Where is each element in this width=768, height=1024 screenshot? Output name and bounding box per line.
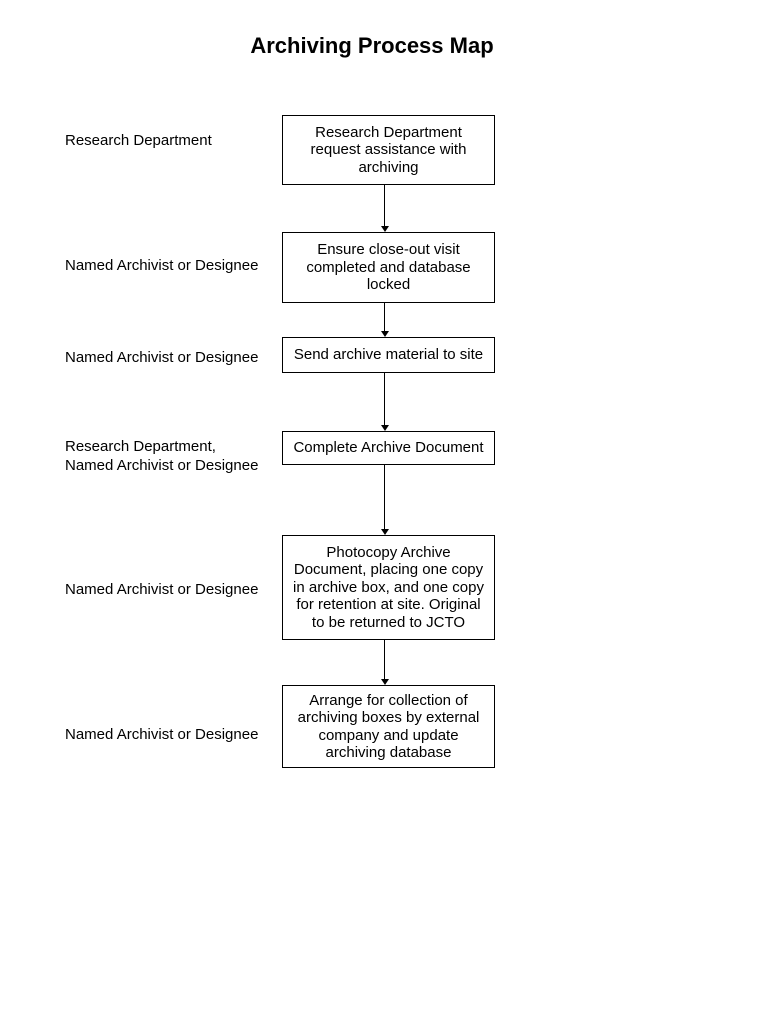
process-step-box: Complete Archive Document: [282, 431, 495, 465]
process-step-box: Research Department request assistance w…: [282, 115, 495, 185]
arrow-down-icon: [380, 425, 389, 431]
actor-label: Research Department, Named Archivist or …: [65, 438, 259, 474]
process-step-box: Send archive material to site: [282, 337, 495, 373]
arrow-line: [384, 373, 385, 425]
flow-arrow: [380, 303, 389, 337]
process-step-text: Ensure close-out visit completed and dat…: [306, 241, 471, 294]
process-step-box: Photocopy Archive Document, placing one …: [282, 535, 495, 640]
arrow-down-icon: [380, 331, 389, 337]
arrow-down-icon: [380, 226, 389, 232]
flow-arrow: [380, 640, 389, 685]
arrow-line: [384, 185, 385, 226]
process-step-box: Arrange for collection of archiving boxe…: [282, 685, 495, 768]
process-step-text: Photocopy Archive Document, placing one …: [293, 543, 484, 631]
arrow-down-icon: [380, 529, 389, 535]
arrow-line: [384, 303, 385, 331]
flow-arrow: [380, 465, 389, 535]
flow-arrow: [380, 373, 389, 431]
actor-label: Named Archivist or Designee: [65, 257, 259, 274]
actor-label: Named Archivist or Designee: [65, 581, 259, 598]
actor-label: Research Department: [65, 132, 212, 149]
actor-label: Named Archivist or Designee: [65, 726, 259, 743]
process-step-box: Ensure close-out visit completed and dat…: [282, 232, 495, 303]
arrow-line: [384, 640, 385, 679]
process-step-text: Arrange for collection of archiving boxe…: [297, 691, 480, 761]
actor-label: Named Archivist or Designee: [65, 349, 259, 366]
arrow-line: [384, 465, 385, 529]
flow-arrow: [380, 185, 389, 232]
process-step-text: Send archive material to site: [293, 346, 484, 364]
arrow-down-icon: [380, 679, 389, 685]
process-step-text: Research Department request assistance w…: [310, 123, 467, 176]
process-step-text: Complete Archive Document: [293, 439, 484, 457]
page-title: Archiving Process Map: [250, 33, 494, 58]
